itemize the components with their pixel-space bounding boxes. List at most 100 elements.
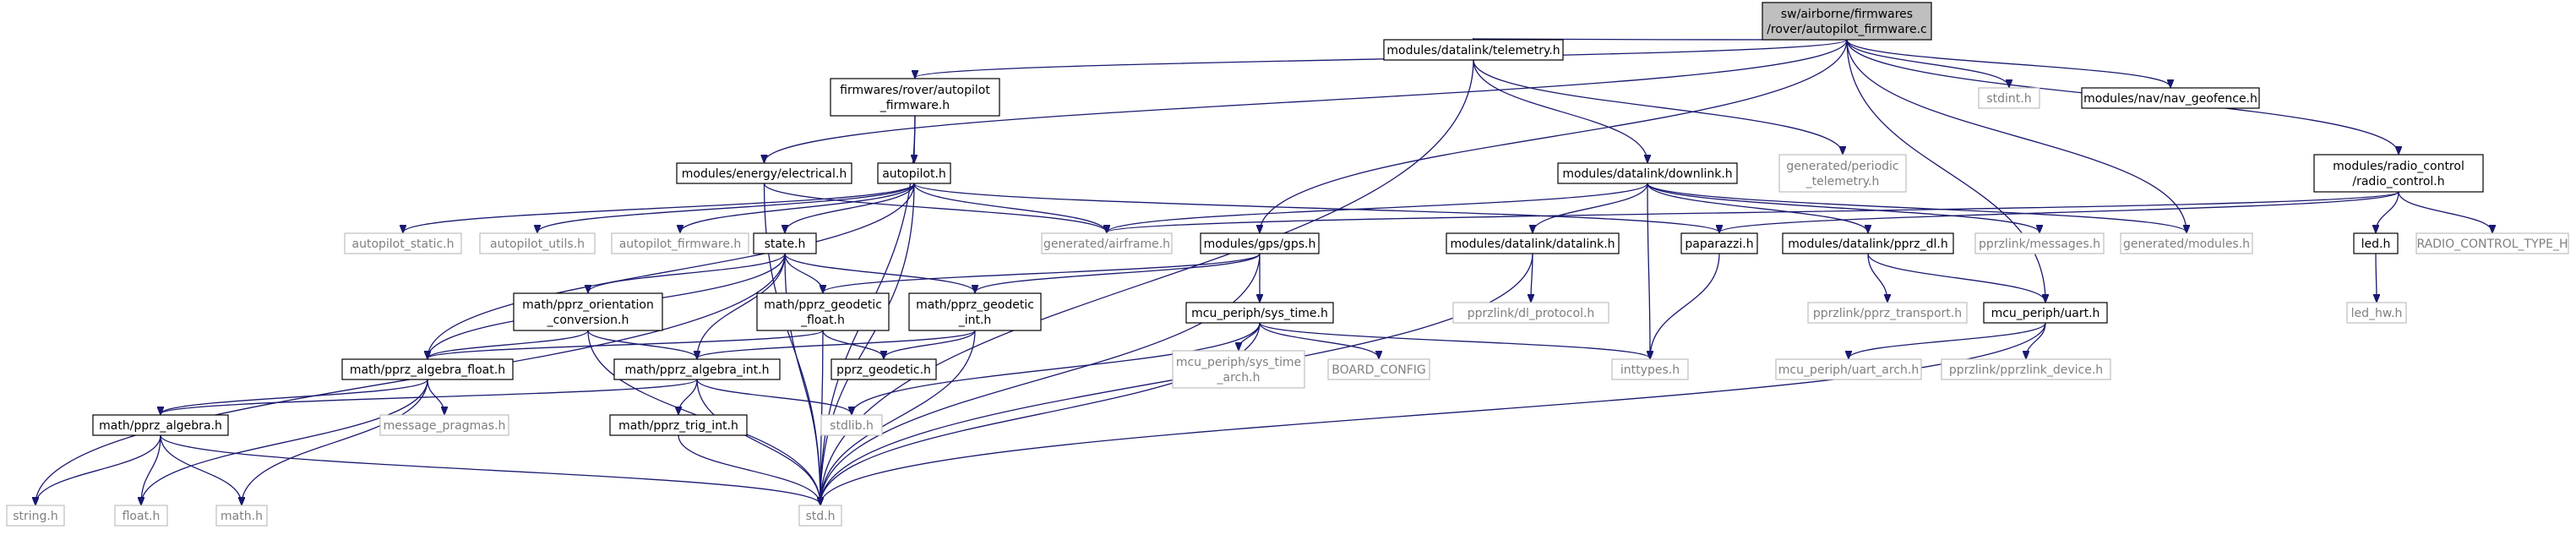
node-pprzdl[interactable]: modules/datalink/pprz_dl.h: [1782, 232, 1954, 254]
node-algebra[interactable]: math/pprz_algebra.h: [92, 414, 229, 436]
node-box-algint: [613, 358, 781, 380]
node-label-geodetic-0: pprz_geodetic.h: [836, 363, 931, 377]
node-aph[interactable]: autopilot.h: [877, 162, 951, 184]
node-box-board: [1327, 358, 1430, 380]
edge-algint-to-stdh: [696, 379, 820, 505]
edge-telem-to-periodic: [1473, 59, 1843, 154]
node-geodetic[interactable]: pprz_geodetic.h: [831, 358, 937, 380]
node-downlink[interactable]: modules/datalink/downlink.h: [1557, 162, 1738, 184]
node-uart[interactable]: mcu_periph/uart.h: [1983, 302, 2108, 324]
node-label-ledhw-0: led_hw.h: [2351, 307, 2403, 320]
node-label-orient-1: _conversion.h: [547, 314, 629, 327]
node-paparazzi[interactable]: paparazzi.h: [1680, 232, 1758, 254]
node-label-root-1: /rover/autopilot_firmware.c: [1767, 23, 1927, 36]
node-box-telem: [1383, 39, 1564, 61]
edge-radio-to-led: [2376, 191, 2399, 232]
node-label-algfloat-0: math/pprz_algebra_float.h: [350, 363, 505, 377]
node-box-algebra: [92, 414, 229, 436]
node-label-algebra-0: math/pprz_algebra.h: [99, 419, 222, 433]
node-label-systimearch-0: mcu_periph/sys_time: [1176, 356, 1301, 369]
node-geofence[interactable]: modules/nav/nav_geofence.h: [2081, 87, 2260, 109]
edge-radio-to-rctype: [2398, 191, 2492, 232]
edge-algebra-to-string: [35, 434, 161, 505]
node-box-geofence: [2081, 87, 2260, 109]
edge-orient-to-algfloat: [428, 330, 589, 358]
node-label-periodic-1: _telemetry.h: [1805, 175, 1880, 188]
node-orient[interactable]: math/pprz_orientation_conversion.h: [513, 292, 663, 331]
node-led[interactable]: led.h: [2353, 232, 2399, 254]
node-label-pprzdl-0: modules/datalink/pprz_dl.h: [1788, 237, 1947, 251]
edge-radio-to-paparazzi: [1719, 191, 2399, 232]
node-radio[interactable]: modules/radio_control/radio_control.h: [2313, 154, 2484, 193]
node-box-periodic: [1778, 154, 1907, 193]
edge-gps-to-geoint: [975, 253, 1261, 292]
node-datalink[interactable]: modules/datalink/datalink.h: [1446, 232, 1620, 254]
node-geofloat[interactable]: math/pprz_geodetic_float.h: [756, 292, 890, 331]
node-dlproto: pprzlink/dl_protocol.h: [1452, 302, 1609, 324]
node-label-periodic-0: generated/periodic: [1786, 160, 1898, 173]
node-box-pprzdl: [1782, 232, 1954, 254]
node-label-math-0: math.h: [221, 510, 263, 523]
node-label-uartarch-0: mcu_periph/uart_arch.h: [1778, 363, 1919, 377]
node-label-stdint-0: stdint.h: [1986, 92, 2031, 106]
node-box-stdlib: [820, 414, 883, 436]
edge-downlink-to-messages: [1647, 183, 2040, 232]
node-uartarch: mcu_periph/uart_arch.h: [1775, 358, 1922, 380]
edge-uart-to-stdh: [820, 322, 2046, 505]
node-label-state-0: state.h: [765, 237, 806, 251]
edge-algint-to-stdlib: [696, 379, 852, 414]
node-telem[interactable]: modules/datalink/telemetry.h: [1383, 39, 1564, 61]
node-box-float: [114, 505, 168, 527]
node-label-string-0: string.h: [13, 510, 58, 523]
node-box-messages: [1974, 232, 2105, 254]
node-box-airframe: [1041, 232, 1173, 254]
edge-algfloat-to-math: [242, 379, 428, 505]
node-label-aputils-0: autopilot_utils.h: [490, 237, 585, 251]
node-root[interactable]: sw/airborne/firmwares/rover/autopilot_fi…: [1762, 2, 1932, 41]
edge-algfloat-to-float: [141, 379, 428, 505]
node-messages: pprzlink/messages.h: [1974, 232, 2105, 254]
node-elec[interactable]: modules/energy/electrical.h: [676, 162, 852, 184]
edge-state-to-geoint: [784, 253, 975, 292]
edge-pprzdl-to-transport: [1867, 253, 1887, 302]
node-label-led-0: led.h: [2361, 237, 2391, 251]
node-label-downlink-0: modules/datalink/downlink.h: [1562, 167, 1732, 181]
node-algint[interactable]: math/pprz_algebra_int.h: [613, 358, 781, 380]
node-label-fwh-1: _firmware.h: [880, 99, 950, 112]
edge-root-to-gps: [1260, 39, 1848, 232]
node-label-datalink-0: modules/datalink/datalink.h: [1450, 237, 1615, 251]
node-box-algfloat: [341, 358, 514, 380]
node-label-geofence-0: modules/nav/nav_geofence.h: [2083, 92, 2257, 106]
node-box-dlproto: [1452, 302, 1609, 324]
node-algfloat[interactable]: math/pprz_algebra_float.h: [341, 358, 514, 380]
node-label-radio-1: /radio_control.h: [2352, 175, 2444, 188]
edge-aph-to-paparazzi: [913, 183, 1719, 232]
edge-orient-to-algint: [587, 330, 697, 358]
node-box-systimearch: [1172, 350, 1305, 389]
node-box-orient: [513, 292, 663, 331]
node-fwh[interactable]: firmwares/rover/autopilot_firmware.h: [830, 78, 1000, 117]
node-float: float.h: [114, 505, 168, 527]
edge-systime-to-board: [1259, 322, 1379, 358]
edge-downlink-to-pprzdl: [1647, 183, 1868, 232]
edge-geoint-to-algint: [697, 330, 976, 358]
edge-geoint-to-stdh: [820, 330, 976, 505]
node-trig[interactable]: math/pprz_trig_int.h: [609, 414, 748, 436]
node-box-rctype: [2415, 232, 2569, 254]
node-label-root-0: sw/airborne/firmwares: [1781, 8, 1913, 21]
node-systime[interactable]: mcu_periph/sys_time.h: [1185, 302, 1334, 324]
node-state[interactable]: state.h: [753, 232, 817, 254]
node-label-geoint-1: _int.h: [958, 314, 992, 327]
node-inttypes: inttypes.h: [1611, 358, 1689, 380]
node-label-genmod-0: generated/modules.h: [2123, 237, 2250, 251]
node-board: BOARD_CONFIG: [1327, 358, 1430, 380]
node-geoint[interactable]: math/pprz_geodetic_int.h: [908, 292, 1042, 331]
node-box-led: [2353, 232, 2399, 254]
node-box-gps: [1200, 232, 1320, 254]
node-pprzdev: pprzlink/pprzlink_device.h: [1941, 358, 2111, 380]
edge-downlink-to-airframe: [1107, 183, 1648, 232]
node-genmod: generated/modules.h: [2120, 232, 2253, 254]
edge-aph-to-state: [785, 183, 915, 232]
node-label-stdlib-0: stdlib.h: [830, 419, 874, 433]
node-gps[interactable]: modules/gps/gps.h: [1200, 232, 1320, 254]
